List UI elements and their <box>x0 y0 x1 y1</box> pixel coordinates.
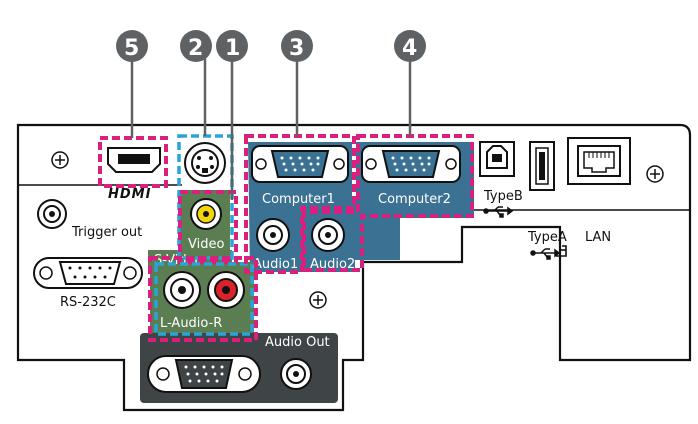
usb-typeb-port[interactable] <box>479 141 515 177</box>
highlight-audio-in-cyan <box>154 262 254 336</box>
audio-out-port[interactable] <box>280 358 312 390</box>
callout-leaders <box>130 58 412 200</box>
highlight-hdmi <box>98 136 168 188</box>
svg-text:2: 2 <box>188 36 203 61</box>
trigger-out-port[interactable] <box>37 199 67 229</box>
svideo-port[interactable] <box>184 142 226 184</box>
hdmi-port[interactable] <box>107 147 161 173</box>
audio1-port[interactable] <box>256 218 290 252</box>
callout-4: 4 <box>394 30 426 62</box>
video-rca-port[interactable] <box>190 198 222 230</box>
computer1-label: Computer1 <box>262 192 335 207</box>
ground-screw-icon <box>646 165 664 183</box>
usb-power-icon <box>556 245 567 257</box>
svg-text:3: 3 <box>289 36 304 61</box>
highlight-computer1 <box>244 134 356 274</box>
lan-label: LAN <box>585 230 611 245</box>
audio1-label: Audio1 <box>253 257 298 272</box>
computer2-label: Computer2 <box>378 192 451 207</box>
audio-in-right-port[interactable] <box>207 271 245 309</box>
ground-screw-icon <box>51 151 69 169</box>
rs232c-port[interactable] <box>33 257 143 289</box>
trigger-out-label: Trigger out <box>71 225 142 240</box>
computer1-port[interactable] <box>251 145 349 183</box>
typea-label: TypeA <box>527 230 567 245</box>
highlight-svideo <box>177 134 234 260</box>
ground-screw-icon <box>309 291 327 309</box>
video-label: Video <box>188 237 224 252</box>
l-audio-r-label: L-Audio-R <box>160 316 222 331</box>
audio-in-left-port[interactable] <box>163 271 201 309</box>
computer2-port[interactable] <box>361 145 461 183</box>
callout-3: 3 <box>281 30 313 62</box>
svg-text:1: 1 <box>225 36 240 61</box>
rs232c-label: RS-232C <box>60 295 116 310</box>
hdmi-logo: HDMI <box>108 187 151 202</box>
audio-out-label: Audio Out <box>265 335 330 350</box>
usb-icon <box>483 206 514 218</box>
callout-1: 1 <box>216 30 248 62</box>
lan-port[interactable] <box>567 137 631 185</box>
usb-icon <box>530 248 561 260</box>
highlight-audio-in-magenta <box>148 256 258 342</box>
typeb-label: TypeB <box>483 189 523 204</box>
audio2-port[interactable] <box>311 218 345 252</box>
svg-text:5: 5 <box>124 36 139 61</box>
monitor-out-port[interactable] <box>147 355 261 393</box>
highlight-video <box>178 190 238 264</box>
callout-5: 5 <box>116 30 148 62</box>
highlight-computer2 <box>302 134 474 272</box>
callout-2: 2 <box>180 30 212 62</box>
svg-text:4: 4 <box>402 36 417 61</box>
usb-typea-port[interactable] <box>529 141 555 191</box>
